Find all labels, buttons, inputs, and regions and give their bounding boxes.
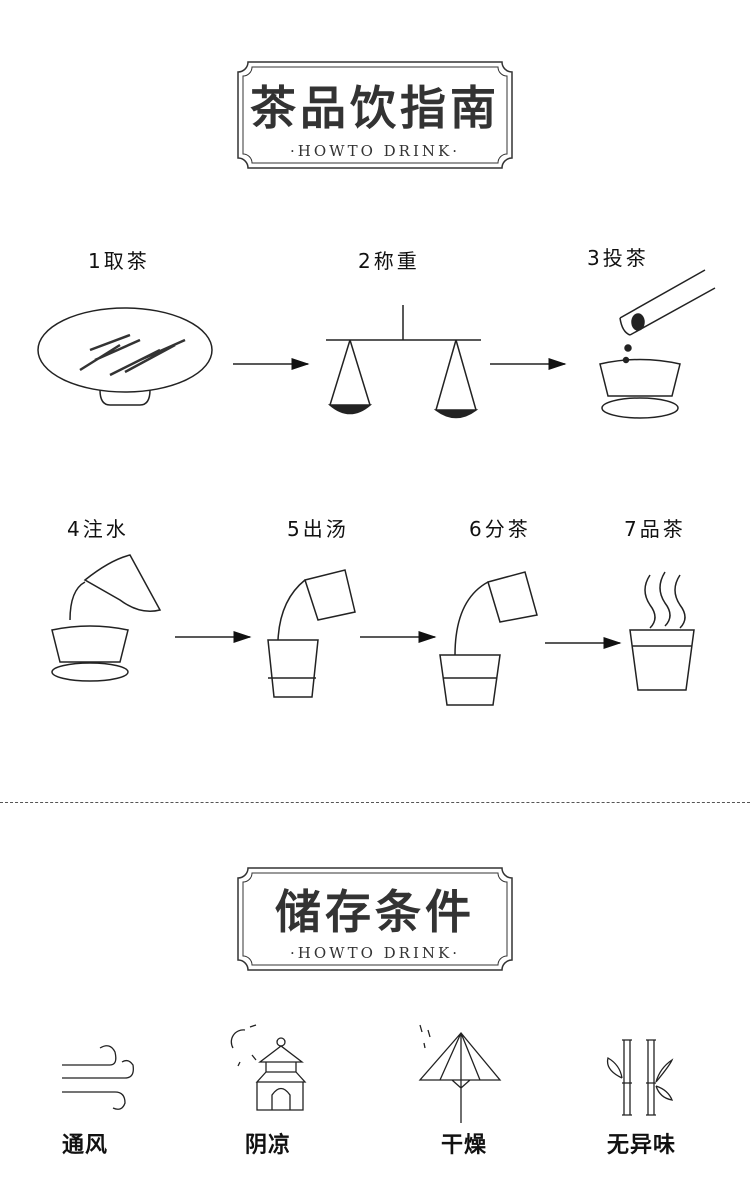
storage-subtitle: ·HOWTO DRINK·	[290, 944, 460, 962]
frame-border	[237, 867, 513, 971]
step-2-label: 2称重	[358, 249, 420, 273]
tea-scoop-gaiwan-icon	[599, 269, 716, 419]
section-divider	[0, 802, 750, 803]
storage-label-dry: 干燥	[441, 1133, 488, 1158]
storage-label-cool: 阴凉	[245, 1133, 292, 1158]
step-4-label: 4注水	[67, 517, 129, 541]
guide-title-frame: 茶品饮指南 ·HOWTO DRINK·	[237, 61, 513, 169]
step-6-label: 6分茶	[469, 517, 531, 541]
wind-icon	[62, 1045, 134, 1110]
frame-border	[237, 61, 513, 169]
bamboo-icon	[606, 1039, 674, 1116]
storage-title-frame: 储存条件 ·HOWTO DRINK·	[237, 867, 513, 971]
storage-label-odorless: 无异味	[607, 1133, 677, 1158]
pour-cup-icon	[439, 571, 538, 706]
storage-title: 储存条件	[275, 885, 475, 939]
step-7-label: 7品茶	[624, 517, 686, 541]
step-3-label: 3投茶	[587, 246, 649, 270]
guide-subtitle: ·HOWTO DRINK·	[290, 142, 460, 160]
umbrella-icon	[418, 1024, 502, 1123]
guide-title: 茶品饮指南	[250, 81, 500, 135]
steaming-cup-icon	[629, 571, 695, 691]
pour-pitcher-icon	[267, 569, 356, 698]
tea-plate-icon	[37, 307, 213, 406]
kettle-pour-icon	[51, 554, 162, 682]
steps-illustration	[37, 269, 716, 706]
step-1-label: 1取茶	[88, 249, 150, 273]
balance-scale-icon	[326, 305, 481, 419]
pavilion-shade-icon	[230, 1024, 307, 1111]
storage-illustration	[62, 1024, 674, 1123]
step-5-label: 5出汤	[287, 517, 349, 541]
storage-label-ventilated: 通风	[62, 1133, 109, 1158]
